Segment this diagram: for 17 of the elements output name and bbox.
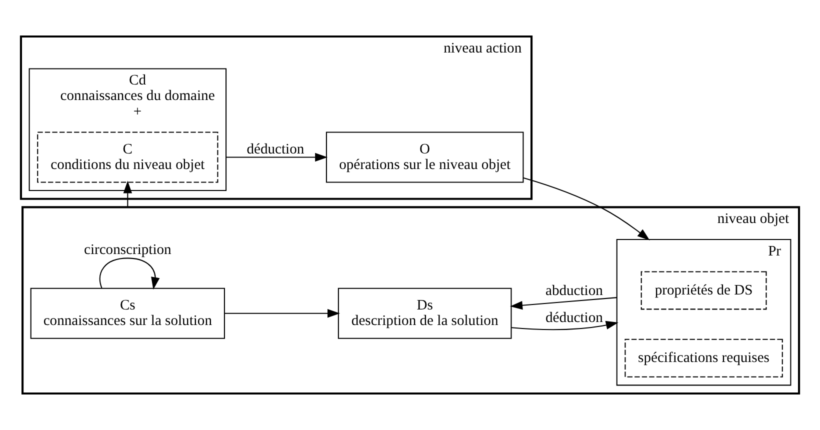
- edge-label: déduction: [246, 141, 304, 158]
- node-box: C conditions du niveau objet: [37, 132, 218, 183]
- arrow: [123, 180, 132, 208]
- arrow: [224, 308, 340, 318]
- arrow: [226, 152, 328, 162]
- edge-label: déduction: [545, 310, 603, 326]
- arrow: [511, 320, 618, 330]
- edge-label: circonscription: [84, 242, 172, 258]
- arrow: [523, 177, 650, 240]
- arrow: [510, 297, 617, 310]
- node-box: Ds description de la solution: [338, 288, 512, 339]
- node-box: Cs connaissances sur la solution: [30, 288, 225, 339]
- edge-label: abduction: [545, 282, 603, 299]
- node-box: propriétés de DS: [640, 271, 767, 310]
- node-box: O opérations sur le niveau objet: [326, 132, 524, 183]
- node-box: spécifications requises: [624, 338, 783, 378]
- arrow: [100, 258, 160, 290]
